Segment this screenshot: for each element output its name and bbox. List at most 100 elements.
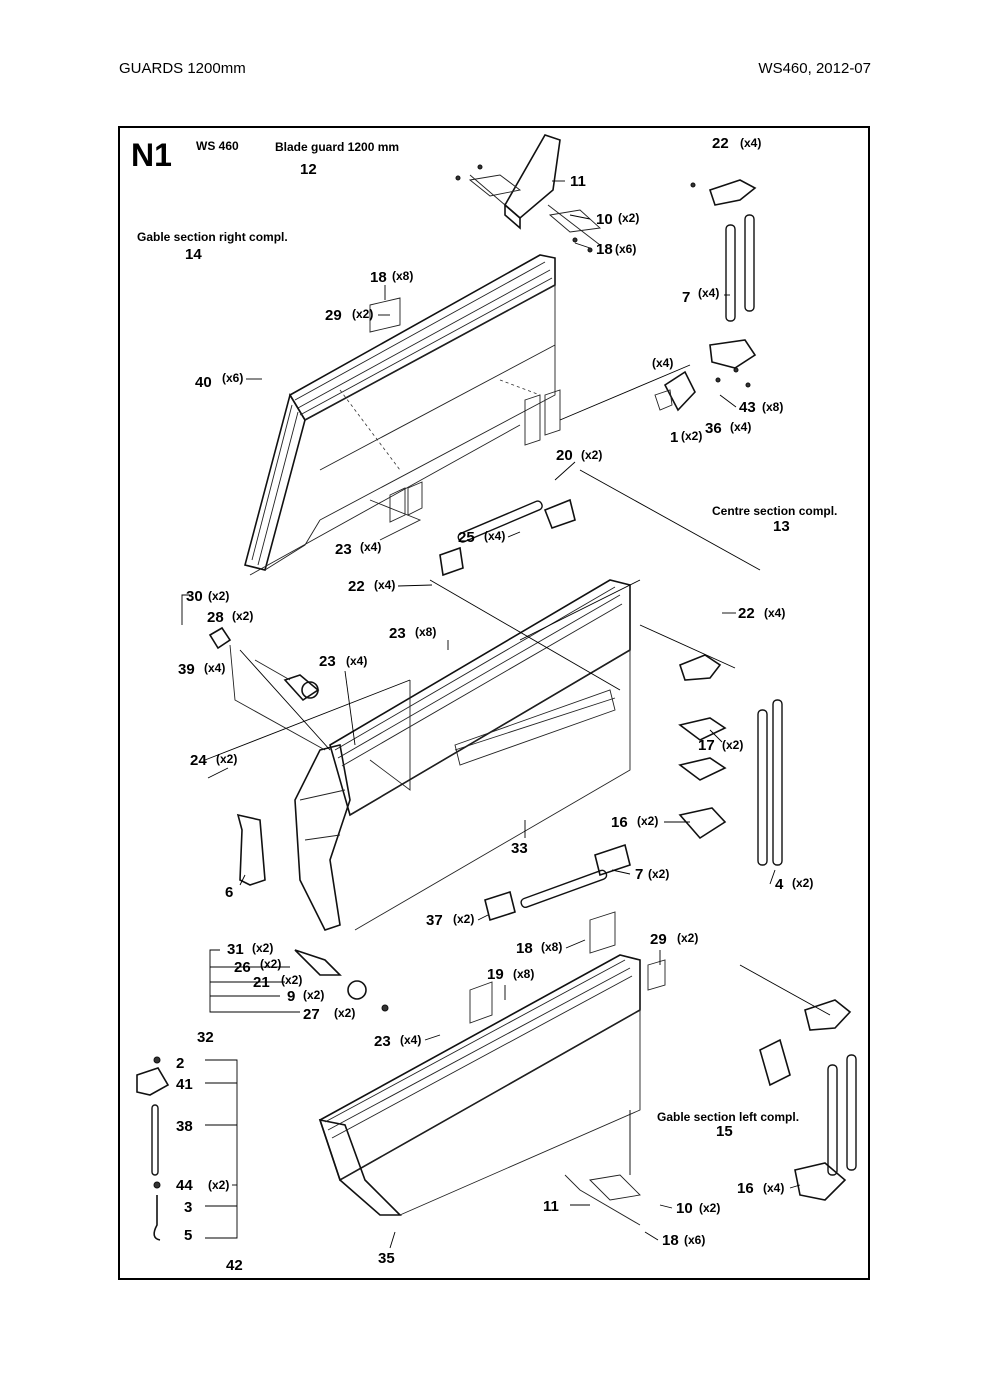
callout: 30(x2) <box>186 588 229 605</box>
gable-section-left-drawing <box>318 911 831 1226</box>
svg-text:25: 25 <box>458 529 475 546</box>
svg-text:18: 18 <box>662 1232 679 1249</box>
svg-text:18: 18 <box>370 269 387 286</box>
svg-text:(x4): (x4) <box>374 578 395 592</box>
svg-text:(x2): (x2) <box>252 941 273 955</box>
callout: 27(x2) <box>303 1006 355 1023</box>
callout: 11 <box>570 173 586 190</box>
svg-text:(x2): (x2) <box>281 973 302 987</box>
callout: 22 (x4) <box>348 578 395 595</box>
svg-text:(x4): (x4) <box>763 1181 784 1195</box>
svg-text:(x2): (x2) <box>303 988 324 1002</box>
svg-text:1: 1 <box>670 429 678 446</box>
svg-text:3: 3 <box>184 1199 192 1216</box>
callout: 18(x8) <box>370 269 413 286</box>
callout: 42 <box>226 1257 243 1274</box>
svg-text:32: 32 <box>197 1029 214 1046</box>
svg-text:23: 23 <box>335 541 352 558</box>
svg-text:(x4): (x4) <box>360 540 381 554</box>
svg-text:22: 22 <box>712 135 729 152</box>
callout: 9 (x2) <box>287 988 324 1005</box>
svg-text:(x2): (x2) <box>699 1201 720 1215</box>
callout: 21(x2) <box>253 973 302 991</box>
assembly-title: Blade guard 1200 mm <box>275 140 399 154</box>
svg-text:40: 40 <box>195 374 212 391</box>
svg-text:(x4): (x4) <box>400 1033 421 1047</box>
callout: 18(x6) <box>596 241 636 258</box>
svg-text:(x8): (x8) <box>513 967 534 981</box>
svg-text:(x2): (x2) <box>352 307 373 321</box>
callout: 18 (x8) <box>516 940 562 957</box>
svg-text:(x2): (x2) <box>334 1006 355 1020</box>
callout: 41 <box>176 1076 193 1093</box>
callout: 2 <box>176 1055 184 1072</box>
assembly-number: 12 <box>300 161 317 178</box>
gas-spring-lower-drawing <box>294 843 631 1012</box>
callout: 25 (x4) <box>458 529 505 546</box>
svg-text:(x8): (x8) <box>541 940 562 954</box>
svg-text:(x2): (x2) <box>722 738 743 752</box>
svg-text:7: 7 <box>635 866 643 883</box>
assembly-number: 15 <box>716 1123 733 1140</box>
svg-text:4: 4 <box>775 876 784 893</box>
svg-text:31: 31 <box>227 941 244 958</box>
svg-text:(x4): (x4) <box>346 654 367 668</box>
svg-text:(x2): (x2) <box>648 867 669 881</box>
svg-text:(x2): (x2) <box>581 448 602 462</box>
callout: 18 (x6) <box>662 1232 705 1249</box>
callout: 40(x6) <box>195 371 243 391</box>
svg-text:18: 18 <box>516 940 533 957</box>
assembly-number: 14 <box>185 246 202 263</box>
callout: 7(x4) <box>682 286 719 306</box>
callout: 5 <box>184 1227 192 1244</box>
callout: 26 (x2) <box>234 957 281 976</box>
callout: 17(x2) <box>698 737 743 754</box>
callout: 4 (x2) <box>775 876 813 893</box>
svg-text:(x2): (x2) <box>232 609 253 623</box>
svg-text:9: 9 <box>287 988 295 1005</box>
svg-text:16: 16 <box>737 1180 754 1197</box>
callout: 38 <box>176 1118 193 1135</box>
svg-text:44: 44 <box>176 1177 193 1194</box>
callout: (x4) <box>652 356 673 370</box>
callout: 7 (x2) <box>635 866 669 883</box>
svg-text:7: 7 <box>682 289 690 306</box>
svg-text:10: 10 <box>596 211 613 228</box>
bracket-32 <box>209 949 300 1013</box>
svg-text:22: 22 <box>738 605 755 622</box>
svg-text:(x2): (x2) <box>260 957 281 971</box>
svg-text:26: 26 <box>234 959 251 976</box>
gas-spring-hardware-drawing <box>204 626 411 791</box>
diagram-frame <box>118 126 870 1280</box>
svg-text:42: 42 <box>226 1257 243 1274</box>
svg-text:37: 37 <box>426 912 443 929</box>
svg-text:(x6): (x6) <box>684 1233 705 1247</box>
svg-text:(x2): (x2) <box>792 876 813 890</box>
svg-text:(x4): (x4) <box>652 356 673 370</box>
svg-text:22: 22 <box>348 578 365 595</box>
callout: 29(x2) <box>650 931 698 948</box>
svg-text:23: 23 <box>374 1033 391 1050</box>
svg-text:(x8): (x8) <box>415 625 436 639</box>
svg-text:(x6): (x6) <box>615 242 636 256</box>
gable-section-right-drawing <box>244 254 691 576</box>
svg-text:(x4): (x4) <box>740 136 761 150</box>
svg-text:(x4): (x4) <box>204 661 225 675</box>
callout: 11 <box>543 1198 559 1215</box>
callout-leaders <box>207 180 801 1249</box>
svg-text:41: 41 <box>176 1076 193 1093</box>
svg-text:2: 2 <box>176 1055 184 1072</box>
callout: 1(x2) <box>670 429 702 446</box>
callout: 23 (x4) <box>335 540 381 558</box>
callout: 10(x2) <box>596 211 639 228</box>
svg-text:(x8): (x8) <box>762 400 783 414</box>
post-assembly-top-right-drawing <box>654 179 757 412</box>
svg-text:43: 43 <box>739 399 756 416</box>
model-label: WS 460 <box>196 139 239 153</box>
svg-text:(x4): (x4) <box>484 529 505 543</box>
callout: 10(x2) <box>676 1200 720 1217</box>
svg-text:36: 36 <box>705 420 722 437</box>
svg-text:38: 38 <box>176 1118 193 1135</box>
svg-text:(x4): (x4) <box>764 606 785 620</box>
